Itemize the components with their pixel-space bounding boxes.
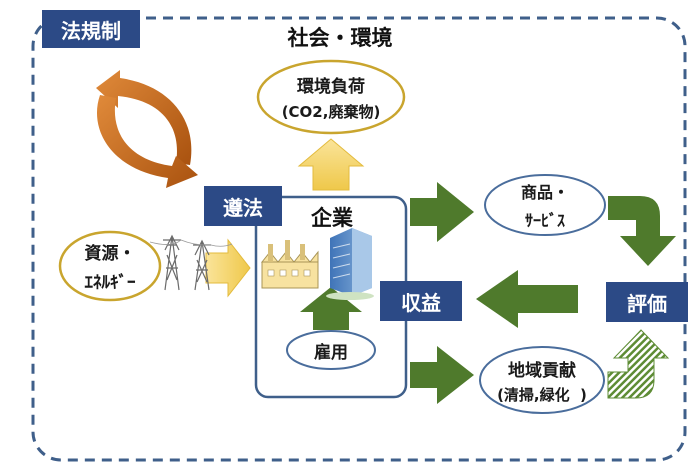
resources-line1: 資源・ (84, 244, 136, 264)
community-line2: (清掃,緑化 ) (497, 385, 587, 404)
community-ellipse (479, 346, 605, 414)
boundary-title: 社会・環境 (287, 26, 393, 50)
society-environment-boundary (31, 16, 687, 462)
environmental-load-ellipse (256, 59, 406, 135)
cycle-arrows-icon (96, 70, 198, 188)
products-to-evaluation-arrow (608, 196, 676, 266)
employment-arrow (300, 287, 362, 330)
revenue-label: 収益 (380, 281, 462, 321)
environmental-load-line2: (CO2,廃棄物) (281, 103, 381, 121)
evaluation-label: 評価 (606, 282, 688, 322)
community-line1: 地域貢献 (508, 360, 576, 381)
employment-ellipse (286, 330, 376, 370)
law-label: 法規制 (42, 10, 140, 48)
products-text: 商品・ ｻｰﾋﾞｽ (488, 178, 602, 232)
office-building-icon (326, 228, 374, 300)
output-products-arrow (410, 182, 474, 242)
environmental-load-line1: 環境負荷 (297, 77, 365, 97)
environmental-load-text: 環境負荷 (CO2,廃棄物) (262, 66, 400, 128)
resources-ellipse (58, 230, 162, 302)
products-ellipse (484, 174, 606, 236)
compliance-label: 遵法 (204, 186, 282, 226)
output-community-arrow (410, 346, 474, 404)
products-line1: 商品・ (520, 183, 569, 202)
employment-text: 雇用 (314, 342, 348, 363)
factory-icon (260, 240, 319, 289)
community-text: 地域貢献 (清掃,緑化 ) (482, 350, 602, 410)
resources-line2: ｴﾈﾙｷﾞｰ (84, 273, 136, 293)
products-line2: ｻｰﾋﾞｽ (524, 211, 565, 230)
company-label: 企業 (311, 206, 353, 230)
revenue-return-arrow (476, 270, 578, 328)
emission-arrow (297, 138, 365, 191)
power-tower-icon (149, 234, 233, 291)
resources-text: 資源・ ｴﾈﾙｷﾞｰ (62, 236, 158, 296)
resource-input-arrow (205, 238, 251, 298)
community-to-evaluation-arrow (607, 329, 670, 399)
